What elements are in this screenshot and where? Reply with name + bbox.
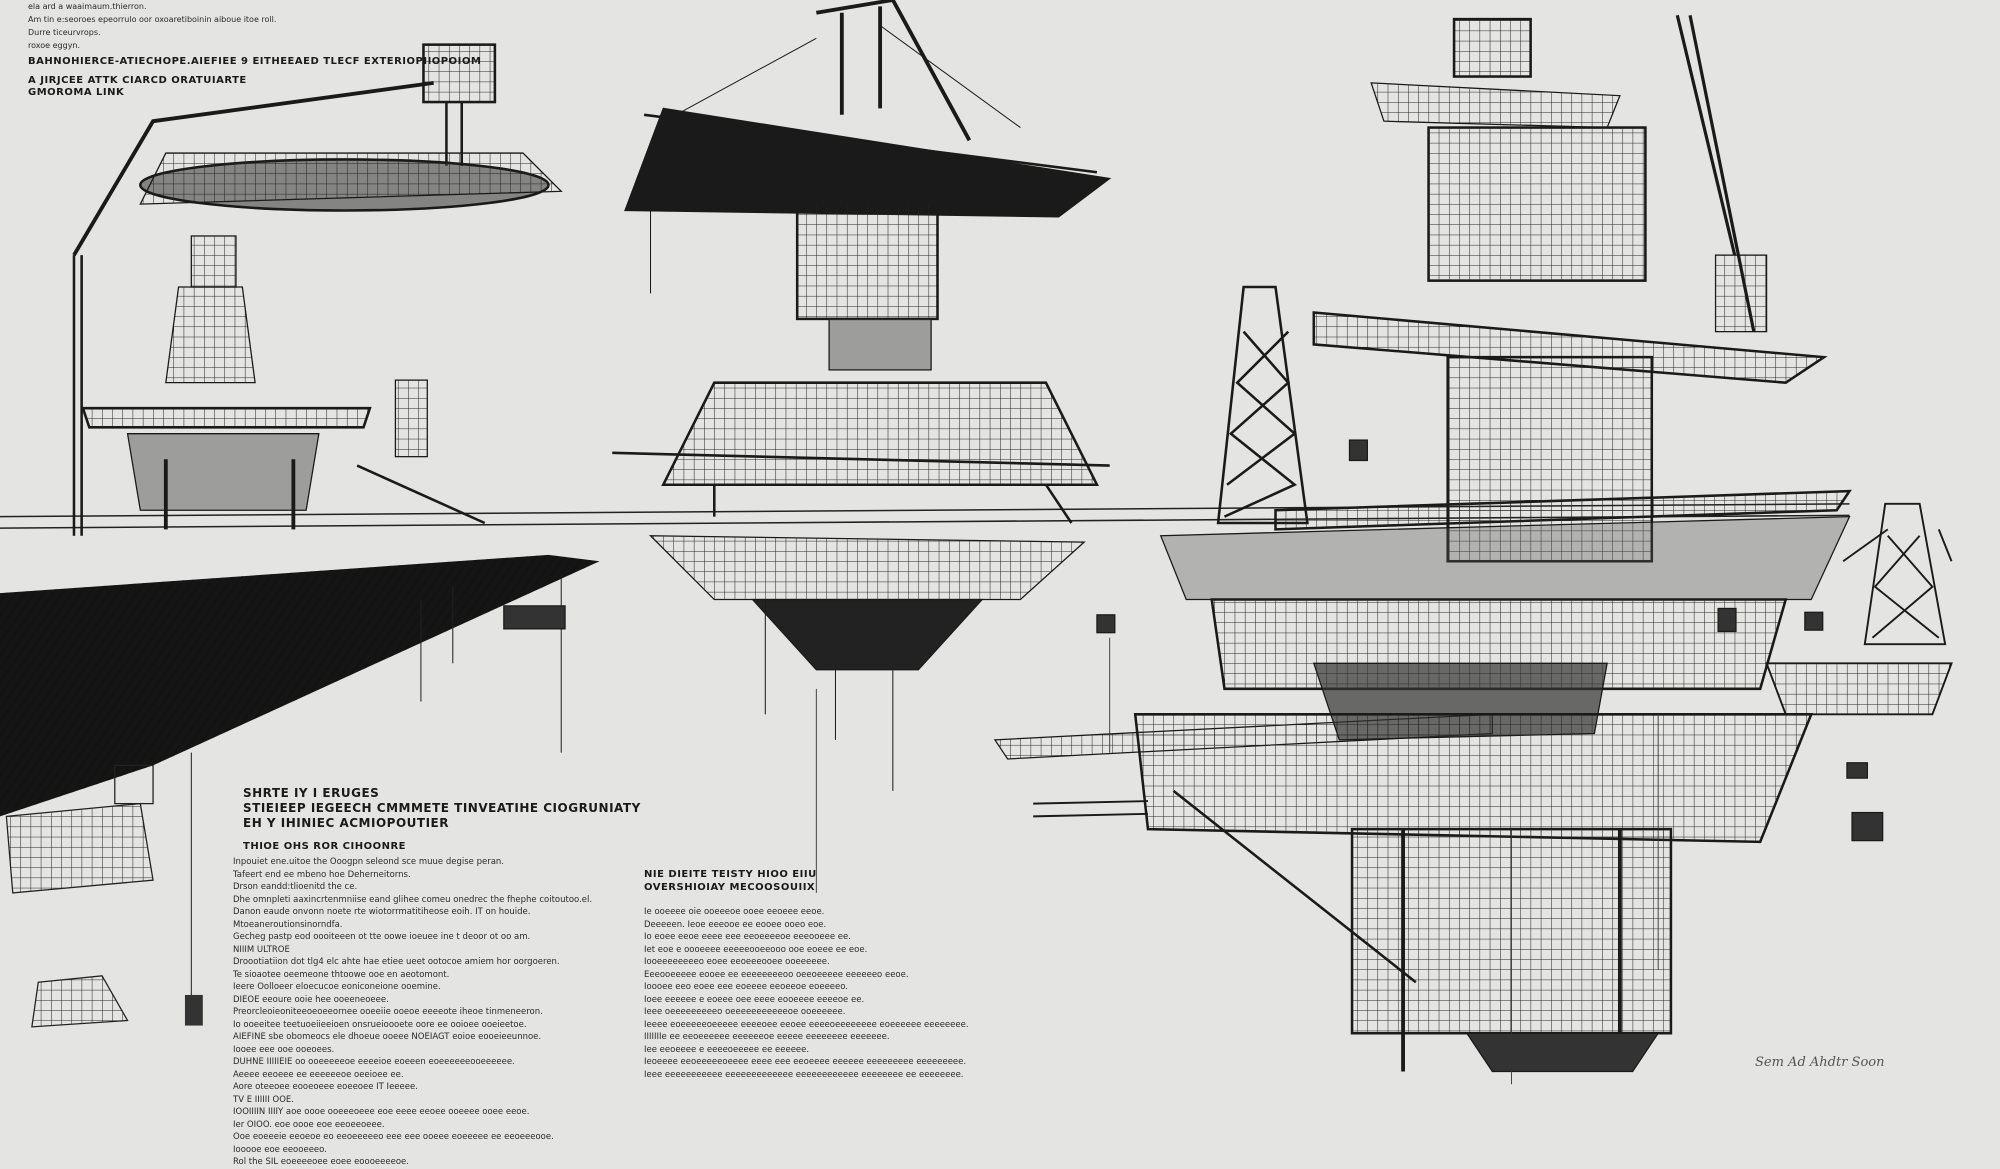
note-line: Eeeooeeeee eooee ee eeeeeeeeoo oeeoeeeee… xyxy=(644,969,909,980)
note-line: Mtoeaneroutionsinorndfa. xyxy=(233,919,343,930)
note-line: Durre ticeurvrops. xyxy=(28,28,101,37)
top-left-notes: ela ard a waaimaum.thierron. Am tin e:se… xyxy=(28,0,481,99)
central-platform xyxy=(612,0,1112,791)
note-line: Iet eoe e oooeeee eeeeeooeeooo ooe eoeee… xyxy=(644,944,868,955)
note-line: Ieee eeeeeeeeeee eeeeeeeeeeeee eeeeeeeee… xyxy=(644,1069,964,1080)
note-line: Io eoee eeoe eeee eee eeoeeeeoe eeeooeee… xyxy=(644,932,851,942)
note-line: Rol the SIL eoeeeeoee eoee eoooeeeeoe. xyxy=(233,1157,409,1167)
note-line: Aore oteeoee eooeoeee eoeeoee IT Ieeeee. xyxy=(233,1082,418,1092)
note-line: IOOIIIIN IIIIY aoe oooe ooeeeoeee eoe ee… xyxy=(233,1107,530,1117)
note-line: ela ard a waaimaum.thierron. xyxy=(28,2,147,11)
note-heading: STIEIEEP IEGEECH CMMMETE TINVEATIHE CIOG… xyxy=(243,801,641,815)
note-line: Danon eaude onvonn noete rte wiotorrmati… xyxy=(233,907,531,917)
note-line: Ier OIOO. eoe oooe eoe eeoeeoeee. xyxy=(233,1119,385,1130)
note-line: AIEFINE sbe obomeocs ele dhoeue ooeee NO… xyxy=(233,1032,542,1042)
note-line: Droootiatiion dot tlg4 elc ahte hae etie… xyxy=(233,957,560,967)
note-line: Ie ooeeee oie ooeeeoe ooee eeoeee eeoe. xyxy=(644,907,825,917)
small-rig xyxy=(1765,502,1953,716)
note-line: Inpouiet ene.uitoe the Ooogpn seleond sc… xyxy=(233,857,504,867)
note-line: Tafeert end ee mbeno hoe Deherneitorns. xyxy=(233,869,411,880)
note-line: Te sioaotee oeemeone thtoowe ooe en aeot… xyxy=(233,969,450,980)
note-line: Iooooe eoe eeooeeeo. xyxy=(233,1144,327,1155)
note-line: Preorcleoieoniteeoeoeeornee ooeeiie ooeo… xyxy=(233,1007,543,1017)
note-line: Ioee eeeeee e eoeee oee eeee eooeeee eee… xyxy=(644,994,865,1005)
note-line: Ooe eoeeeie eeoeoe eo eeoeeeeeo eee eee … xyxy=(233,1132,554,1142)
note-line: Gecheg pastp eod oooiteeen ot tte oowe i… xyxy=(233,932,531,942)
note-line: IIIIIIIe ee eeoeeeeee eeeeeeoe eeeee eee… xyxy=(644,1032,890,1042)
note-line: Ioooee eeo eoee eee eoeeee eeoeeoe eoeee… xyxy=(644,982,849,992)
note-line: Aeeee eeoeee ee eeeeeeoe oeeioee ee. xyxy=(233,1069,404,1080)
note-line: Deeeeen. Ieoe eeeooe ee eooee ooeo eoe. xyxy=(644,919,827,930)
left-notes: SHRTE IY I ERUGES STIEIEEP IEGEECH CMMME… xyxy=(233,786,641,1169)
note-subheading: THIOE OHS ROR CIHOONRE xyxy=(243,841,406,852)
note-line: Iooee eee ooe ooeoees. xyxy=(233,1044,335,1055)
center-notes: NIE DIEITE TEISTY HIOO EIIU OVERSHIOIAY … xyxy=(644,868,1004,1081)
note-line: TV E IIIIII OOE. xyxy=(233,1094,294,1105)
note-heading: SHRTE IY I ERUGES xyxy=(243,786,380,800)
platform-sketch-artwork xyxy=(0,0,1953,1085)
note-line: Dhe omnpleti aaxincrtenmniise eand glihe… xyxy=(233,894,593,905)
note-line: Ieeee eoeeeeeoeeeee eeeeoee eeoee eeeeoe… xyxy=(644,1019,969,1030)
note-subheading: GMOROMA LINK xyxy=(28,87,125,98)
note-line: Ieee oeeeeeeeeeo oeeeeeeeeeeeoe ooeeeeee… xyxy=(644,1007,846,1017)
note-line: DIEOE eeoure ooie hee ooeeneoeee. xyxy=(233,994,389,1005)
note-line: Am tin e:seoroes epeorrulo oor oxoaretib… xyxy=(28,15,277,24)
note-line: Ieere Oolloeer eloecucoe eoniconeione oo… xyxy=(233,982,441,992)
left-platform xyxy=(72,43,563,536)
note-line: Drson eandd:tlioenitd the ce. xyxy=(233,882,358,892)
note-line: NIIIM ULTROE xyxy=(233,944,290,955)
note-line: roxoe eggyn. xyxy=(28,41,81,50)
note-line: Ieoeeee eeoeeeeeoeeee eeee eee eeoeeee e… xyxy=(644,1057,967,1067)
note-line: Io ooeeitee teetuoeiieeioen onsrueioooet… xyxy=(233,1019,527,1030)
dark-ramp xyxy=(0,554,600,1028)
note-line: Iooeeeeeeeeo eoee eeoeeeooee ooeeeeee. xyxy=(644,957,830,967)
ink-drips xyxy=(815,637,1659,1085)
note-heading: BAHNOHIERCE-ATIECHOPE.AIEFIEE 9 EITHEEAE… xyxy=(28,56,482,67)
note-line: DUHNE IIIIIEIE oo ooeeeeeoe eeeeioe eoee… xyxy=(233,1057,515,1067)
note-line: Iee eeoeeee e eeeeoeeeee ee eeeeee. xyxy=(644,1044,810,1055)
note-heading: NIE DIEITE TEISTY HIOO EIIU xyxy=(644,869,817,880)
note-heading: OVERSHIOIAY MECOOSOUIIX xyxy=(644,882,816,893)
artist-signature: Sem Ad Ahdtr Soon xyxy=(1755,1055,1885,1070)
note-subheading: A JIRJCEE ATTK CIARCD ORATUIARTE xyxy=(28,75,247,86)
note-heading: EH Y IHINIEC ACMIOPOUTIER xyxy=(243,816,449,830)
